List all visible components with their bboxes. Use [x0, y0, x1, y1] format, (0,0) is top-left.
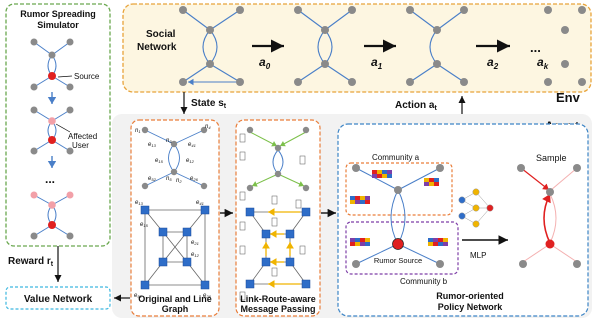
edge-label-e41: e41	[188, 142, 196, 148]
value-network-label: Value Network	[24, 294, 93, 305]
mp-original-graph	[249, 131, 307, 187]
action-label-a2: a2	[487, 55, 499, 71]
env-graph-final-nodes	[544, 6, 586, 86]
feature-grid-b1	[350, 238, 370, 246]
env-graph-2-nodes	[406, 6, 468, 86]
svg-text:e26: e26	[203, 293, 212, 299]
affected-label-2: User	[72, 141, 89, 150]
source-label: Source	[74, 72, 100, 81]
sample-label: Sample	[536, 153, 567, 163]
edge-label-e52: e52	[148, 176, 157, 182]
rumor-source-label: Rumor Source	[374, 256, 422, 265]
action-label-a1: a1	[371, 55, 383, 71]
mp-box-label: Link-Route-aware	[240, 294, 316, 304]
community-b-box	[345, 221, 459, 275]
state-label: State st	[191, 98, 227, 110]
social-network-label-2: Network	[137, 42, 177, 53]
affected-label: Affected	[68, 132, 97, 141]
svg-text:e13: e13	[135, 200, 144, 206]
action-label-ak: ak	[537, 55, 549, 71]
feature-grid-b2	[428, 238, 448, 246]
policy-label: Rumor-oriented	[436, 291, 504, 301]
mlp-icon	[458, 188, 494, 228]
feature-icons	[239, 133, 306, 301]
affected-node	[48, 117, 56, 125]
action-label: Action at	[395, 100, 437, 112]
value-network-box	[5, 286, 111, 310]
mp-box-label-2: Message Passing	[240, 304, 315, 314]
env-box	[122, 3, 592, 93]
action-label-a0: a0	[259, 55, 271, 71]
graph-box-label: Original and Line	[138, 294, 212, 304]
edge-label-e15: e15	[155, 158, 164, 164]
graph-box-label-2: Graph	[162, 304, 189, 314]
node-label-n3: n3	[166, 138, 172, 144]
message-passing-box	[235, 119, 321, 317]
node-label-n5: n5	[166, 176, 172, 182]
edge-label-e12: e12	[186, 158, 195, 164]
graph-box	[130, 119, 220, 317]
community-a-box	[345, 162, 453, 216]
svg-text:e21: e21	[191, 240, 199, 246]
community-b-label: Community b	[400, 277, 448, 286]
env-graph-0-nodes	[179, 6, 244, 86]
sample-graph	[520, 167, 578, 263]
svg-text:e12: e12	[191, 252, 200, 258]
rumor-source-node	[392, 238, 404, 250]
node-label-n1: n1	[135, 128, 141, 134]
feature-grid-a2	[424, 178, 439, 186]
svg-text:e52: e52	[134, 293, 143, 299]
svg-text:e41: e41	[196, 200, 204, 206]
edge-label-e26: e26	[190, 176, 199, 182]
feature-grid-a1	[372, 170, 392, 178]
feature-grid-a3	[350, 196, 370, 204]
edge-label-e13: e13	[148, 142, 157, 148]
svg-text:e15: e15	[140, 222, 149, 228]
sim-ellipsis: ...	[45, 172, 55, 186]
env-ellipsis: ...	[530, 40, 541, 55]
env-label: Env	[556, 90, 581, 105]
source-node	[48, 72, 56, 80]
simulator-title-2: Simulator	[37, 20, 79, 30]
community-a-label: Community a	[372, 153, 420, 162]
simulator-title: Rumor Spreading	[20, 9, 96, 19]
reward-label: Reward rt	[8, 256, 54, 268]
social-network-label: Social	[146, 29, 176, 40]
node-label-n4: n4	[205, 124, 211, 130]
policy-label-2: Policy Network	[438, 302, 504, 312]
node-label-n2: n2	[176, 178, 182, 184]
env-graph-1-nodes	[294, 6, 356, 86]
mlp-label: MLP	[470, 251, 486, 260]
